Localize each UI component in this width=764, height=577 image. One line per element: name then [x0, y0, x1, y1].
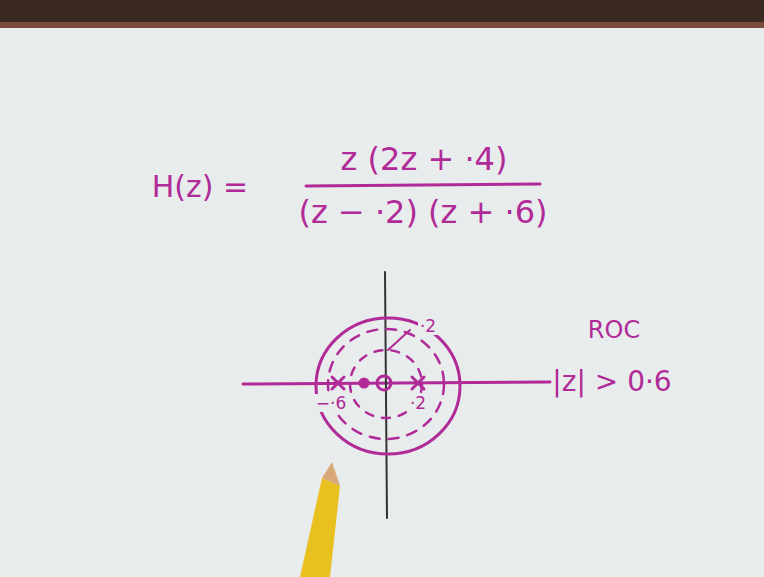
radius-label: ·2 — [418, 317, 438, 336]
zero-marker — [377, 376, 391, 390]
radius-circle-dashed — [328, 329, 444, 439]
numerator: z (2z + ·4) — [339, 142, 510, 177]
pole-label: ·2 — [408, 394, 428, 413]
denominator: (z − ·2) (z + ·6) — [296, 195, 549, 230]
pole-marker — [332, 377, 344, 389]
pencil — [300, 462, 340, 577]
imag-axis — [385, 272, 387, 518]
fraction-bar — [306, 184, 540, 186]
roc-boundary-circle — [316, 318, 460, 454]
radius-line — [388, 330, 410, 350]
real-axis — [243, 382, 550, 384]
pole-label: −·6 — [314, 394, 348, 413]
zero-marker — [360, 379, 368, 387]
roc-condition: |z| > 0·6 — [550, 367, 673, 398]
pole-marker — [412, 377, 424, 389]
roc-heading: ROC — [586, 317, 642, 343]
transfer-function-name: H(z) = — [150, 170, 250, 203]
top-edge — [0, 22, 764, 28]
